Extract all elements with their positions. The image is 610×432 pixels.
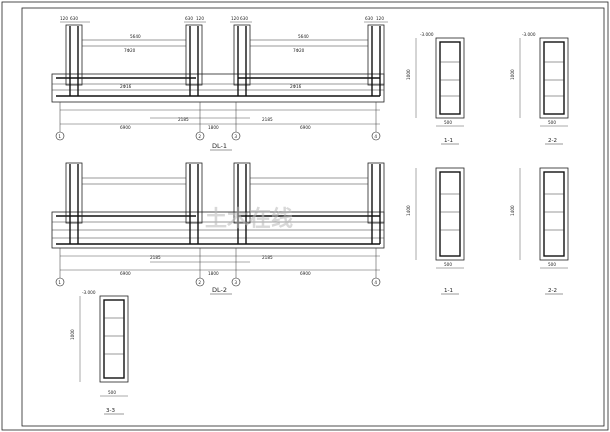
dl2-sub-b: 2185 (262, 255, 273, 260)
dl1-sub-a: 2185 (178, 117, 189, 122)
dl2-overall-2: 6900 (300, 271, 311, 276)
section-2-2-top: 500 1000 -3.000 2-2 (510, 32, 569, 145)
dl1-stirrup-2: 2Φ16 (290, 84, 302, 89)
inner-frame (21, 7, 605, 427)
dl1-bottom-bars-2: 7Φ20 (293, 48, 305, 53)
dl1-top-left-dim-a: 120 (60, 16, 68, 21)
dl1-axis-4: 4 (374, 134, 377, 139)
s33-top: -3.000 (82, 290, 96, 295)
dl2-title: DL-2 (212, 286, 227, 294)
dl1-top-mid-dim-a: 630 (185, 16, 193, 21)
dl2-axis-1: 1 (58, 280, 61, 285)
s22a-height: 1000 (510, 69, 515, 80)
dl1-span-length-2: 5640 (298, 34, 309, 39)
s22b-height: 1400 (510, 205, 515, 216)
s11a-label: 1-1 (444, 138, 453, 144)
section-1-1-bottom: 500 1400 1-1 (406, 167, 465, 295)
dl2-axis-3: 3 (234, 280, 237, 285)
s11a-height: 1000 (406, 69, 411, 80)
dl2-sub-a: 2185 (150, 255, 161, 260)
section-2-2-bottom: 500 1400 2-2 (510, 167, 569, 295)
dl1-top-mid2-dim-b: 630 (240, 16, 248, 21)
beam-dl2: 6900 6900 1800 2185 2185 1 2 3 4 DL-2 (51, 162, 385, 295)
s11b-height: 1400 (406, 205, 411, 216)
s33-height: 1000 (70, 329, 75, 340)
dl2-overall-1: 6900 (120, 271, 131, 276)
section-1-1-top: 500 1000 -3.000 1-1 (406, 32, 465, 145)
dl1-top-right-dim-b: 120 (376, 16, 384, 21)
dl1-top-mid2-dim-a: 120 (231, 16, 239, 21)
dl1-overall-1: 6900 (120, 125, 131, 130)
section-3-3: 500 1000 -3.000 3-3 (70, 290, 129, 415)
dl2-axis-4: 4 (374, 280, 377, 285)
s33-label: 3-3 (106, 408, 115, 414)
dl1-axis-3: 3 (234, 134, 237, 139)
dl2-axis-2: 2 (198, 280, 201, 285)
dl1-stirrup-1: 2Φ16 (120, 84, 132, 89)
dl1-top-mid-dim-b: 120 (196, 16, 204, 21)
s22a-width: 500 (548, 120, 556, 125)
s33-width: 500 (108, 390, 116, 395)
dl1-span-length-1: 5640 (130, 34, 141, 39)
dl1-top-left-dim-b: 630 (70, 16, 78, 21)
watermark-text: 土木在线 (205, 206, 293, 232)
dl1-overall-2: 6900 (300, 125, 311, 130)
s22b-width: 500 (548, 262, 556, 267)
dl1-top-right-dim-a: 630 (365, 16, 373, 21)
dl1-title: DL-1 (212, 142, 227, 150)
s11b-width: 500 (444, 262, 452, 267)
s22a-label: 2-2 (548, 138, 557, 144)
dl1-center-dim: 1800 (208, 125, 219, 130)
dl2-center-dim: 1800 (208, 271, 219, 276)
dl1-axis-1: 1 (58, 134, 61, 139)
dl1-axis-2: 2 (198, 134, 201, 139)
dl1-bottom-bars-1: 7Φ20 (124, 48, 136, 53)
s22a-top: -3.000 (522, 32, 536, 37)
s11a-width: 500 (444, 120, 452, 125)
s11a-top: -3.000 (420, 32, 434, 37)
s22b-label: 2-2 (548, 288, 557, 294)
dl1-sub-b: 2185 (262, 117, 273, 122)
beam-dl1: 120 630 630 120 120 630 630 120 5640 564… (51, 16, 388, 151)
s11b-label: 1-1 (444, 288, 453, 294)
